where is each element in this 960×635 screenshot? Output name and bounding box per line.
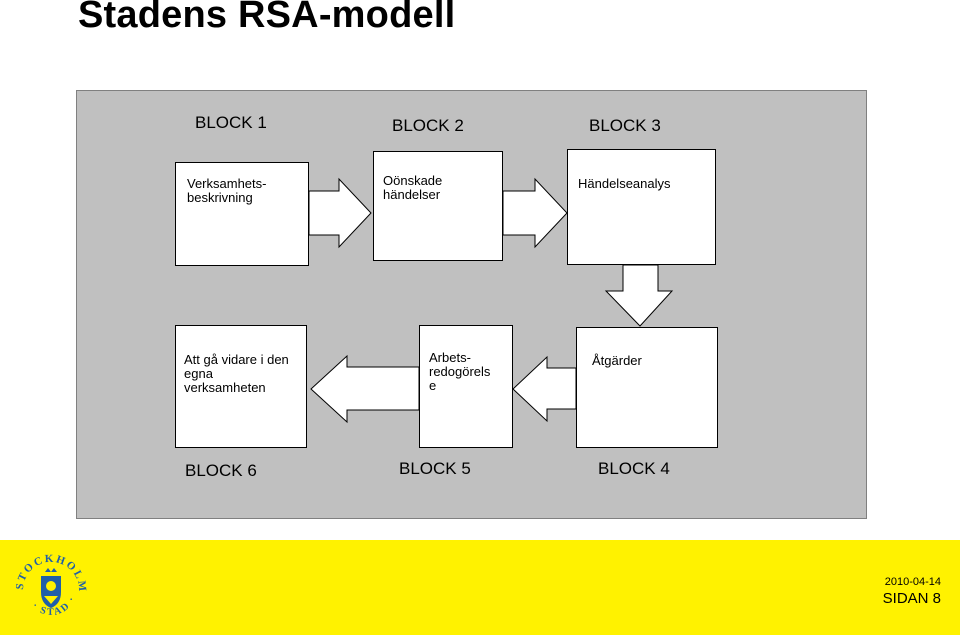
box-text-4: Åtgärder (592, 353, 642, 368)
box-text-2: Oönskade händelser (383, 173, 443, 202)
box-text-1: Verksamhets- beskrivning (187, 176, 267, 205)
box-text-5: Arbets- redogörels e (429, 350, 491, 393)
arrow-right-2 (502, 177, 568, 249)
stockholms-stad-logo-icon: STOCKHOLMS · STAD · (14, 550, 86, 618)
box-text-3: Händelseanalys (578, 176, 671, 191)
block-label-2: BLOCK 2 (392, 116, 464, 135)
arrow-left-1 (512, 355, 577, 423)
arrow-down (604, 264, 674, 327)
block-label-3: BLOCK 3 (589, 116, 661, 135)
arrow-right-1 (308, 177, 372, 249)
slide-date: 2010-04-14 (884, 576, 941, 588)
slide-title: Stadens RSA-modell (78, 0, 456, 36)
box-arbetsredogorelse: Arbets- redogörels e (419, 325, 513, 448)
block-label-1: BLOCK 1 (195, 113, 267, 132)
box-atgarder: Åtgärder (576, 327, 718, 448)
box-oonskade-handelser: Oönskade händelser (373, 151, 503, 261)
arrow-left-2 (310, 354, 420, 424)
box-handelseanalys: Händelseanalys (567, 149, 716, 265)
block-label-4: BLOCK 4 (598, 459, 670, 478)
box-text-6: Att gå vidare i den egna verksamheten (184, 352, 289, 395)
page-number: SIDAN 8 (882, 590, 941, 607)
footer-bar: STOCKHOLMS · STAD · 2010-04-14 SIDAN 8 (0, 540, 960, 635)
block-label-5: BLOCK 5 (399, 459, 471, 478)
block-label-6: BLOCK 6 (185, 461, 257, 480)
box-att-ga-vidare: Att gå vidare i den egna verksamheten (175, 325, 307, 448)
box-verksamhetsbeskrivning: Verksamhets- beskrivning (175, 162, 309, 266)
